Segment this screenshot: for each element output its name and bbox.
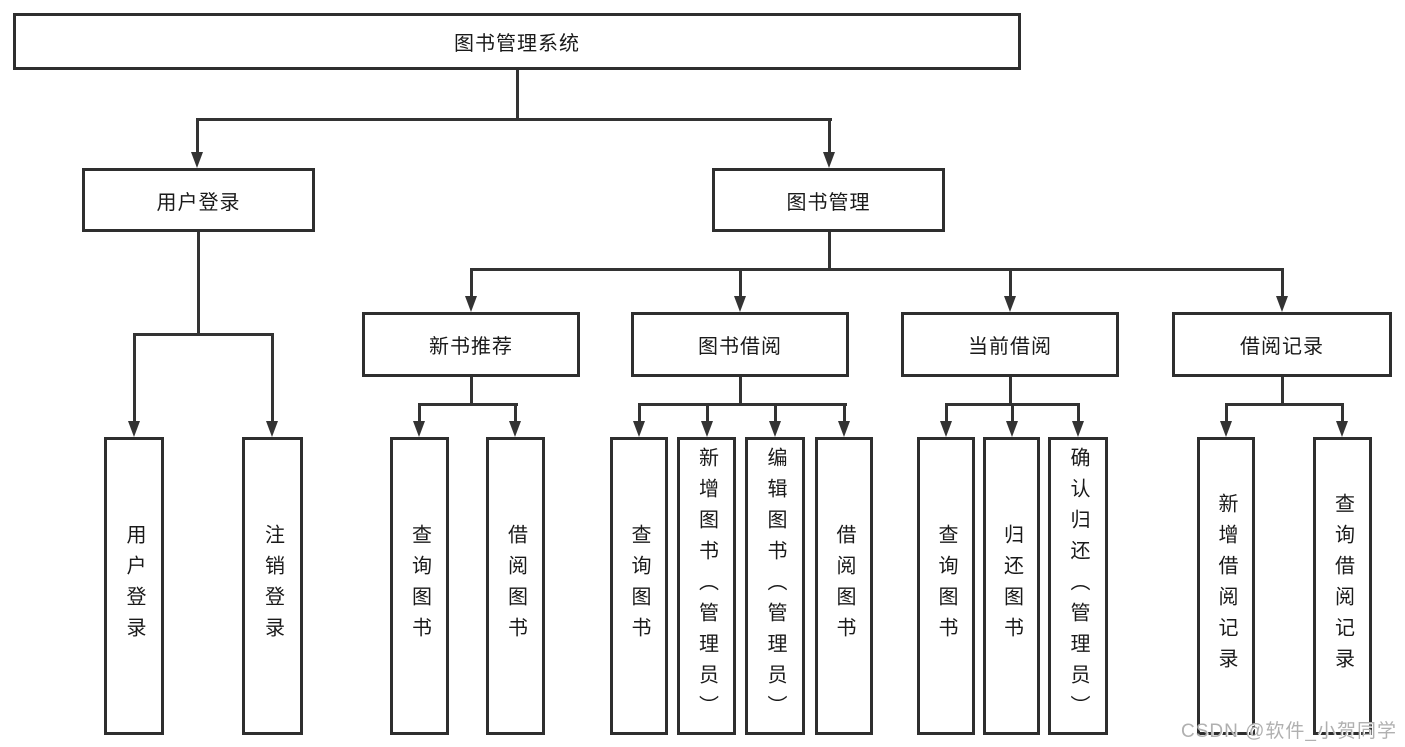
connector-line bbox=[514, 403, 517, 421]
arrow-down-icon bbox=[191, 152, 203, 168]
connector-line bbox=[516, 70, 519, 118]
arrow-down-icon bbox=[266, 421, 278, 437]
node-label: 当前借阅 bbox=[968, 336, 1052, 358]
node-label: 借阅图书 bbox=[833, 524, 855, 648]
node-label: 借阅记录 bbox=[1240, 336, 1324, 358]
connector-line bbox=[418, 403, 518, 406]
leaf-add-books-admin: 新增图书（管理员） bbox=[677, 437, 736, 735]
node-label: 借阅图书 bbox=[504, 524, 527, 648]
leaf-add-borrow-record: 新增借阅记录 bbox=[1197, 437, 1255, 735]
arrow-down-icon bbox=[1004, 296, 1016, 312]
connector-line bbox=[271, 333, 274, 421]
connector-line bbox=[1011, 403, 1014, 421]
leaf-edit-books-admin: 编辑图书（管理员） bbox=[745, 437, 805, 735]
node-label: 编辑图书（管理员） bbox=[764, 446, 786, 726]
arrow-down-icon bbox=[940, 421, 952, 437]
connector-line bbox=[1009, 268, 1012, 296]
connector-line bbox=[706, 403, 709, 421]
arrow-down-icon bbox=[1336, 421, 1348, 437]
connector-line bbox=[196, 118, 199, 152]
node-label: 查询图书 bbox=[935, 524, 957, 648]
node-book-management: 图书管理 bbox=[712, 168, 945, 232]
node-book-borrowing: 图书借阅 bbox=[631, 312, 849, 377]
node-label: 归还图书 bbox=[1000, 524, 1023, 648]
connector-line bbox=[774, 403, 777, 421]
arrow-down-icon bbox=[769, 421, 781, 437]
node-label: 查询图书 bbox=[408, 524, 431, 648]
arrow-down-icon bbox=[413, 421, 425, 437]
node-label: 注销登录 bbox=[261, 524, 284, 648]
csdn-watermark: CSDN @软件_小贺同学 bbox=[1181, 721, 1397, 742]
arrow-down-icon bbox=[823, 152, 835, 168]
connector-line bbox=[133, 333, 136, 421]
arrow-down-icon bbox=[1276, 296, 1288, 312]
leaf-query-books-current: 查询图书 bbox=[917, 437, 975, 735]
node-label: 新增图书（管理员） bbox=[695, 446, 718, 726]
connector-line bbox=[470, 377, 473, 403]
node-library-management-system: 图书管理系统 bbox=[13, 13, 1021, 70]
node-current-borrowing: 当前借阅 bbox=[901, 312, 1119, 377]
leaf-query-books-recommend: 查询图书 bbox=[390, 437, 449, 735]
connector-line bbox=[638, 403, 641, 421]
arrow-down-icon bbox=[1006, 421, 1018, 437]
arrow-down-icon bbox=[633, 421, 645, 437]
connector-line bbox=[1281, 268, 1284, 296]
node-label: 新增借阅记录 bbox=[1215, 493, 1237, 679]
connector-line bbox=[470, 268, 473, 296]
connector-line bbox=[197, 232, 200, 335]
connector-line bbox=[945, 403, 948, 421]
leaf-return-books: 归还图书 bbox=[983, 437, 1040, 735]
arrow-down-icon bbox=[1072, 421, 1084, 437]
connector-line bbox=[828, 232, 831, 270]
leaf-logout-login: 注销登录 bbox=[242, 437, 303, 735]
connector-line bbox=[196, 118, 832, 121]
node-label: 图书借阅 bbox=[698, 336, 782, 358]
arrow-down-icon bbox=[701, 421, 713, 437]
arrow-down-icon bbox=[509, 421, 521, 437]
node-user-login: 用户登录 bbox=[82, 168, 315, 232]
node-label: 用户登录 bbox=[123, 524, 145, 648]
connector-line bbox=[1281, 377, 1284, 403]
node-label: 确认归还（管理员） bbox=[1067, 446, 1089, 726]
node-label: 查询借阅记录 bbox=[1331, 493, 1354, 679]
leaf-user-login: 用户登录 bbox=[104, 437, 164, 735]
leaf-confirm-return-admin: 确认归还（管理员） bbox=[1048, 437, 1108, 735]
node-label: 查询图书 bbox=[628, 524, 650, 648]
arrow-down-icon bbox=[128, 421, 140, 437]
node-new-book-recommend: 新书推荐 bbox=[362, 312, 580, 377]
connector-line bbox=[1225, 403, 1228, 421]
node-label: 用户登录 bbox=[156, 191, 241, 214]
node-label: 图书管理系统 bbox=[454, 33, 580, 55]
connector-line bbox=[739, 377, 742, 403]
node-label: 图书管理 bbox=[786, 191, 871, 214]
connector-line bbox=[828, 118, 831, 152]
connector-line bbox=[418, 403, 421, 421]
connector-line bbox=[1009, 377, 1012, 403]
arrow-down-icon bbox=[838, 421, 850, 437]
arrow-down-icon bbox=[1220, 421, 1232, 437]
connector-line bbox=[133, 333, 274, 336]
arrow-down-icon bbox=[734, 296, 746, 312]
connector-line bbox=[1225, 403, 1344, 406]
leaf-borrow-books-borrowing: 借阅图书 bbox=[815, 437, 873, 735]
connector-line bbox=[470, 268, 1284, 271]
leaf-borrow-books-recommend: 借阅图书 bbox=[486, 437, 545, 735]
connector-line bbox=[843, 403, 846, 421]
connector-line bbox=[739, 268, 742, 296]
connector-line bbox=[638, 403, 847, 406]
node-borrowing-records: 借阅记录 bbox=[1172, 312, 1392, 377]
connector-line bbox=[1077, 403, 1080, 421]
leaf-query-borrow-record: 查询借阅记录 bbox=[1313, 437, 1372, 735]
connector-line bbox=[1341, 403, 1344, 421]
node-label: 新书推荐 bbox=[429, 336, 513, 358]
leaf-query-books-borrowing: 查询图书 bbox=[610, 437, 668, 735]
arrow-down-icon bbox=[465, 296, 477, 312]
